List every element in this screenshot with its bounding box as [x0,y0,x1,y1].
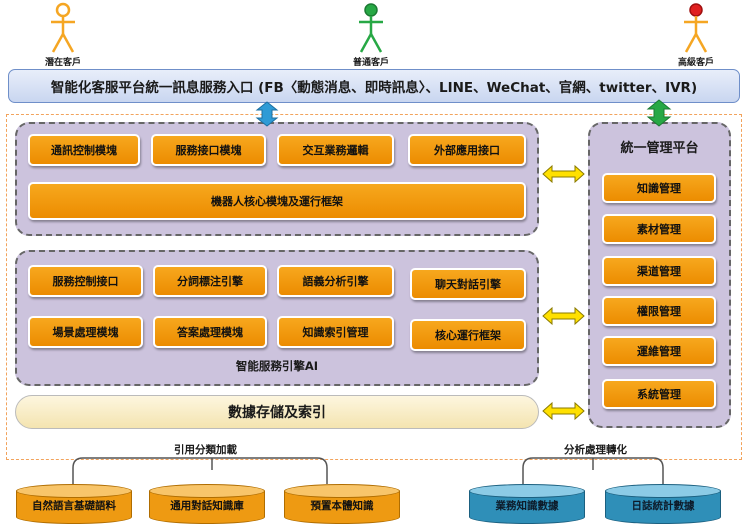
mgmt-channel: 渠道管理 [602,256,716,286]
data-storage-bar: 數據存儲及索引 [15,395,539,429]
mgmt-system: 系統管理 [602,379,716,409]
persona-premium: 高級客戶 [666,2,726,68]
module-scene-processing: 場景處理模塊 [28,316,143,348]
bracket-right [522,457,664,484]
persona-label: 高級客戶 [677,58,714,68]
db-ontology: 預置本體知識 [284,484,400,524]
persona-label: 潛在客戶 [44,58,81,68]
db-label: 業務知識數據 [495,500,559,512]
db-log-statistics: 日誌統計數據 [605,484,721,524]
person-icon [359,3,383,53]
caption-classified-loading: 引用分類加載 [174,444,237,456]
module-interaction-logic: 交互業務邏輯 [277,134,394,166]
persona-regular: 普通客戶 [341,2,401,68]
mgmt-operations: 運維管理 [602,336,716,366]
module-service-control-api: 服務控制接口 [28,265,143,297]
mgmt-knowledge: 知識管理 [602,173,716,203]
module-chat-engine: 聊天對話引擎 [410,268,526,300]
module-answer-processing: 答案處理模塊 [153,316,267,348]
mgmt-permission: 權限管理 [602,296,716,326]
db-label: 預置本體知識 [310,500,374,512]
db-dialog-knowledge: 通用對話知識庫 [149,484,265,524]
db-label: 通用對話知識庫 [170,500,244,512]
db-label: 自然語言基礎語料 [32,500,116,512]
platform-frame [6,114,742,460]
module-service-interface: 服務接口模塊 [151,134,266,166]
db-business-knowledge: 業務知識數據 [469,484,585,524]
channel-entry-banner: 智能化客服平台統一訊息服務入口 (FB〈動態消息、即時訊息〉、LINE、WeCh… [8,69,740,103]
person-icon [51,2,75,53]
db-label: 日誌統計數據 [631,500,695,512]
bracket-left [72,457,328,484]
module-segmentation-engine: 分詞標注引擎 [153,265,267,297]
caption-analysis-conversion: 分析處理轉化 [564,444,627,456]
module-semantic-engine: 語義分析引擎 [277,265,394,297]
module-core-runtime: 核心運行框架 [410,319,526,351]
mgmt-material: 素材管理 [602,214,716,244]
db-nlp-corpus: 自然語言基礎語料 [16,484,132,524]
module-robot-core-framework: 機器人核心模塊及運行框架 [28,182,526,220]
persona-potential: 潛在客戶 [33,2,93,68]
module-knowledge-index: 知識索引管理 [277,316,394,348]
person-icon [684,3,708,53]
module-external-api: 外部應用接口 [408,134,526,166]
ai-panel-title: 智能服務引擎AI [235,359,319,373]
module-comm-control: 通訊控制模塊 [28,134,140,166]
persona-label: 普通客戶 [352,58,389,68]
management-title: 統一管理平台 [620,141,699,156]
